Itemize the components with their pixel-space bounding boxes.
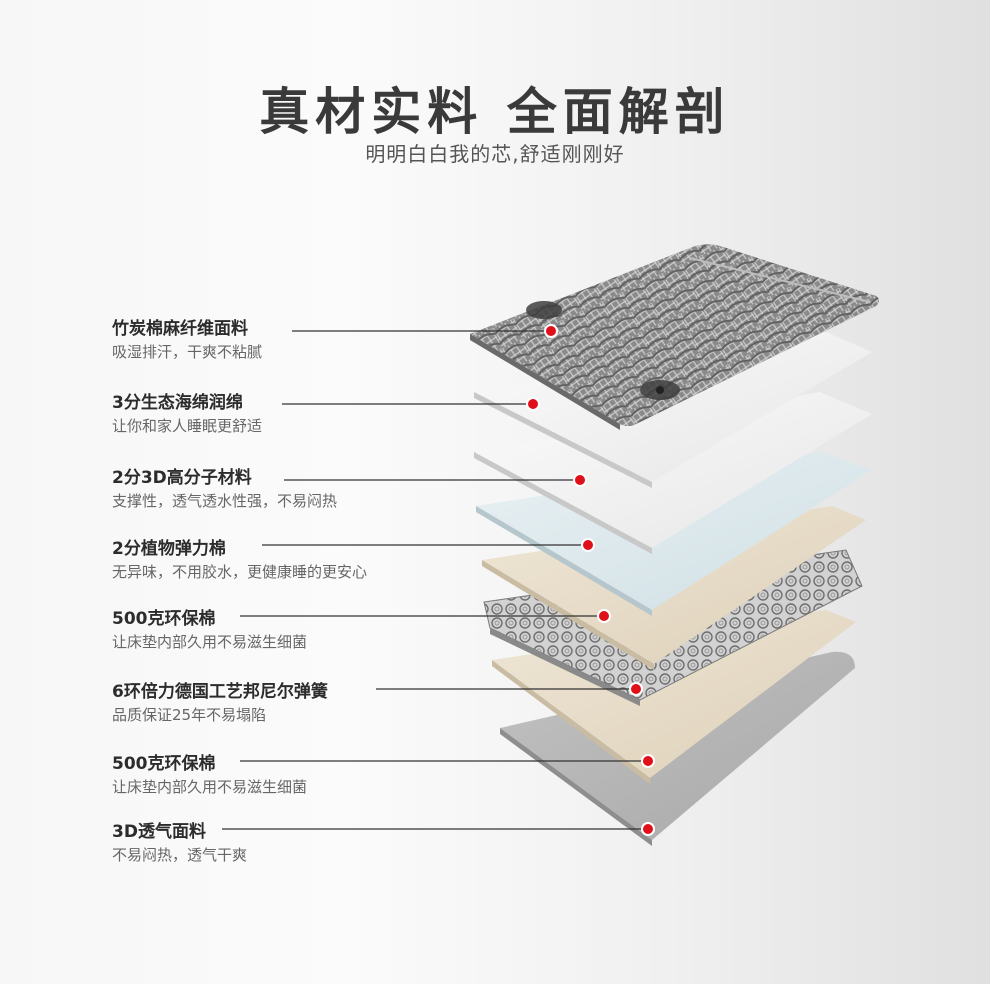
marker-dot-eco-sponge [526,397,540,411]
layer-desc: 让床垫内部久用不易滋生细菌 [112,778,308,796]
layer-desc: 支撑性，透气透水性强，不易闷热 [112,492,338,510]
layer-name: 3分生态海绵润绵 [112,393,243,413]
layer-name: 500克环保棉 [112,609,216,629]
marker-dot-3d-breathable [641,822,655,836]
layer-markers [526,324,655,836]
layer-bamboo-fabric [470,244,879,430]
marker-dot-bonnell-spring [629,682,643,696]
layer-desc: 让床垫内部久用不易滋生细菌 [112,633,308,651]
layer-label-bamboo-fabric: 竹炭棉麻纤维面料 吸湿排汗，干爽不粘腻 [112,318,262,363]
marker-dot-bamboo-fabric [544,324,558,338]
layer-label-bonnell-spring: 6环倍力德国工艺邦尼尔弹簧 品质保证25年不易塌陷 [112,681,328,726]
marker-dot-3d-polymer [573,473,587,487]
marker-dot-plant-cotton [581,538,595,552]
layer-desc: 无异味，不用胶水，更健康睡的更安心 [112,563,368,581]
page-title: 真材实料 全面解剖 [259,83,731,141]
layer-name: 6环倍力德国工艺邦尼尔弹簧 [112,682,328,702]
layer-desc: 让你和家人睡眠更舒适 [112,417,263,435]
marker-dot-eco-cotton-top [597,609,611,623]
page-subtitle: 明明白白我的芯,舒适刚刚好 [365,142,625,166]
layer-label-3d-breathable: 3D透气面料 不易闷热，透气干爽 [112,821,247,866]
layer-desc: 吸湿排汗，干爽不粘腻 [112,343,263,361]
layer-desc: 不易闷热，透气干爽 [112,846,248,864]
layer-name: 500克环保棉 [112,754,216,774]
layer-label-eco-cotton-bottom: 500克环保棉 让床垫内部久用不易滋生细菌 [112,753,307,798]
marker-dot-eco-cotton-bottom [641,754,655,768]
layer-label-eco-sponge: 3分生态海绵润绵 让你和家人睡眠更舒适 [112,392,262,437]
layer-label-eco-cotton-top: 500克环保棉 让床垫内部久用不易滋生细菌 [112,608,307,653]
layer-3d-polymer [474,392,872,554]
layer-name: 2分3D高分子材料 [112,468,252,488]
layer-eco-sponge [474,332,872,488]
layer-label-plant-cotton: 2分植物弹力棉 无异味，不用胶水，更健康睡的更安心 [112,538,367,583]
layer-name: 3D透气面料 [112,822,206,842]
layer-desc: 品质保证25年不易塌陷 [112,706,267,724]
leader-lines [222,330,648,830]
layer-label-3d-polymer: 2分3D高分子材料 支撑性，透气透水性强，不易闷热 [112,467,337,512]
layer-name: 竹炭棉麻纤维面料 [112,319,248,339]
layer-name: 2分植物弹力棉 [112,539,226,559]
